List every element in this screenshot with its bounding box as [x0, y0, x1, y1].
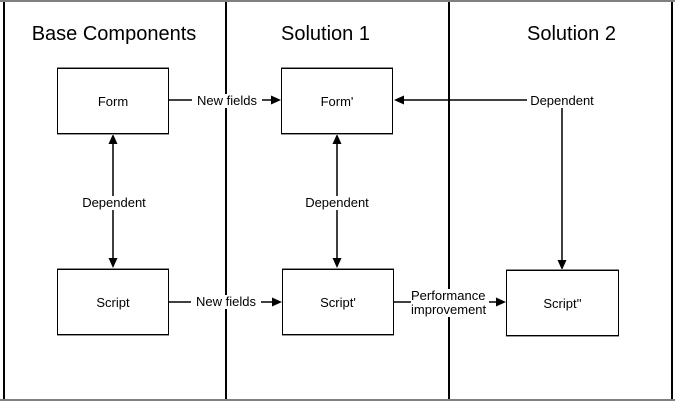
box-script-double-prime-label: Script'' — [543, 295, 582, 311]
box-form-label: Form — [97, 93, 129, 109]
edge-label-new-fields-top: New fields — [192, 94, 262, 108]
column-title-base-components: Base Components — [31, 23, 197, 45]
edge-label-new-fields-bottom: New fields — [191, 295, 261, 309]
column-title-solution-2: Solution 2 — [527, 23, 616, 45]
edge-label-performance-improvement: Performance improvement — [411, 289, 489, 317]
column-divider-2 — [448, 2, 450, 399]
box-script-double-prime: Script'' — [506, 270, 619, 336]
frame-border-right — [671, 2, 673, 399]
box-script: Script — [57, 269, 169, 335]
column-divider-1 — [225, 2, 227, 399]
box-form-prime-label: Form' — [320, 93, 354, 109]
edge-label-dependent-solution1: Dependent — [302, 196, 372, 210]
box-form-prime: Form' — [281, 68, 393, 134]
edge-label-dependent-base: Dependent — [79, 196, 149, 210]
edge-label-dependent-solution2: Dependent — [527, 94, 597, 108]
box-script-prime: Script' — [282, 269, 394, 335]
arrow-script-dprime-to-form-prime — [394, 95, 567, 270]
column-title-solution-1: Solution 1 — [281, 23, 370, 45]
box-script-label: Script — [96, 294, 130, 310]
frame-border-top — [0, 0, 675, 2]
frame-border-left — [3, 2, 5, 399]
box-script-prime-label: Script' — [320, 294, 356, 310]
box-form: Form — [57, 68, 169, 134]
frame-border-bottom — [0, 399, 675, 401]
